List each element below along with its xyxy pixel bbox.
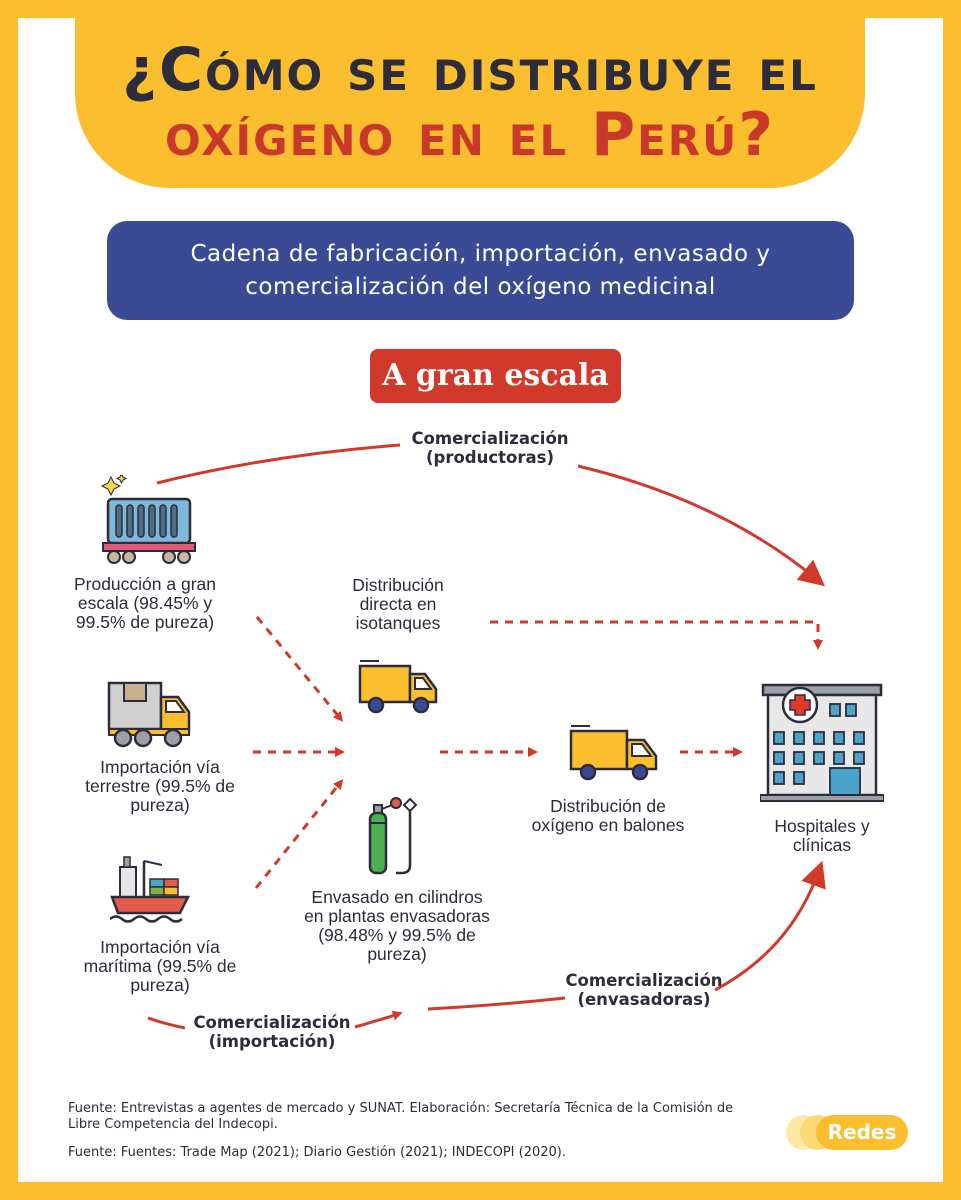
title-line-2: oxígeno en el Perú? <box>164 100 776 170</box>
oxygen-cylinder-icon <box>368 797 418 875</box>
edge-importation: Comercialización(importación) <box>193 1013 351 1051</box>
arrow-production-center <box>255 616 344 722</box>
arrow-bottlers-right <box>714 860 826 992</box>
scale-label: A gran escala <box>370 349 621 403</box>
footer-source-1: Fuente: Entrevistas a agentes de mercado… <box>68 1101 734 1132</box>
arrow-importation-left <box>147 1016 186 1030</box>
subtitle-line-2: comercialización del oxígeno medicinal <box>245 273 716 300</box>
arrow-producers-left <box>156 443 401 485</box>
subtitle-box: Cadena de fabricación, importación, enva… <box>107 221 854 320</box>
title-banner <box>75 0 865 188</box>
arrow-sea-center <box>254 779 344 889</box>
tank-wagon-icon <box>100 475 196 564</box>
arrow-importation-right <box>354 1010 403 1029</box>
title-line-1: ¿Cómo se distribuye el <box>122 35 818 105</box>
edge-bottlers: Comercialización(envasadoras) <box>565 971 723 1009</box>
content-card <box>18 18 943 1182</box>
arrow-bottlers-left <box>427 996 566 1011</box>
edge-producers: Comercialización(productoras) <box>411 429 569 467</box>
hospital-icon <box>760 683 884 802</box>
subtitle-line-1: Cadena de fabricación, importación, enva… <box>190 240 771 267</box>
arrow-producers-right <box>577 464 826 587</box>
delivery-truck-icon <box>107 681 191 748</box>
balloon-truck-icon <box>569 725 658 781</box>
arrow-isotank-hospital <box>490 620 823 650</box>
redes-logo: Redes <box>786 1115 908 1150</box>
cargo-ship-icon <box>110 856 190 923</box>
footer-source-2: Fuente: Fuentes: Trade Map (2021); Diari… <box>68 1145 567 1160</box>
isotank-truck-icon <box>358 660 438 714</box>
